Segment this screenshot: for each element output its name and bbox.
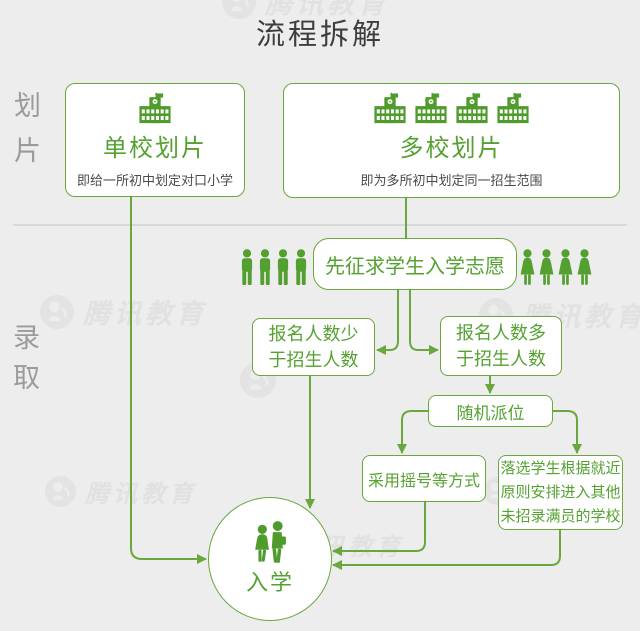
node-unselected-students: 落选学生根据就近 原则安排进入其他 未招录满员的学校 xyxy=(498,455,623,530)
node-title: 多校划片 xyxy=(399,135,504,162)
watermark-text: 腾讯教育 xyxy=(265,0,389,19)
school-icon xyxy=(415,92,447,124)
node-label-line1: 报名人数少 xyxy=(268,324,359,344)
node-label: 先征求学生入学志愿 xyxy=(325,255,505,278)
node-label-line2: 于招生人数 xyxy=(456,349,546,369)
node-more-applicants: 报名人数多 于招生人数 xyxy=(440,316,562,376)
node-subtitle: 即给一所初中划定对口小学 xyxy=(76,172,233,188)
section-divider xyxy=(13,224,627,226)
page-title: 流程拆解 xyxy=(255,19,384,51)
watermark-text: 腾讯教育 xyxy=(85,481,197,508)
node-single-school-districting: 单校划片 即给一所初中划定对口小学 xyxy=(65,83,245,197)
connector-random-to-lottery xyxy=(397,410,428,454)
male-person-icon xyxy=(295,249,307,285)
node-label-line1: 落选学生根据就近 xyxy=(500,459,621,477)
male-person-icon xyxy=(277,249,289,285)
node-label-line1: 报名人数多 xyxy=(456,323,546,343)
female-person-icon xyxy=(577,249,592,285)
female-person-icon xyxy=(558,249,573,285)
node-title: 单校划片 xyxy=(103,134,207,162)
students-walking-icon xyxy=(255,521,286,563)
connector-random-to-unselected xyxy=(553,410,582,454)
female-person-icon xyxy=(520,249,535,285)
school-icon xyxy=(497,92,529,124)
node-multi-school-districting: 多校划片 即为多所初中划定同一招生范围 xyxy=(283,83,620,198)
watermark: 腾讯教育 xyxy=(222,0,389,21)
node-random-assignment: 随机派位 xyxy=(428,395,553,427)
node-enrollment: 入学 xyxy=(208,497,332,621)
male-students-group xyxy=(239,247,309,287)
node-label: 采用摇号等方式 xyxy=(367,472,480,490)
female-person-icon xyxy=(539,249,554,285)
watermark-text: 腾讯教育 xyxy=(83,299,207,329)
node-label: 入学 xyxy=(245,570,294,595)
female-students-group xyxy=(519,247,593,287)
watermark: 腾讯教育 xyxy=(40,292,207,331)
connector-volunteer-to-fewer xyxy=(376,290,399,355)
connector-single-to-enroll xyxy=(130,197,207,564)
node-lottery-method: 采用摇号等方式 xyxy=(362,455,486,502)
male-person-icon xyxy=(241,249,253,285)
node-label-line3: 未招录满员的学校 xyxy=(500,507,621,525)
node-label: 随机派位 xyxy=(456,403,525,423)
node-fewer-applicants: 报名人数少 于招生人数 xyxy=(252,318,375,376)
connector-volunteer-to-more xyxy=(409,290,439,355)
school-icons-row xyxy=(373,92,530,124)
school-icon xyxy=(139,92,171,123)
section-label-admission: 录取 xyxy=(13,323,40,393)
node-subtitle: 即为多所初中划定同一招生范围 xyxy=(360,173,543,188)
school-icon xyxy=(374,92,406,124)
node-label-line2: 于招生人数 xyxy=(268,350,359,370)
male-person-icon xyxy=(259,249,271,285)
connector-unselected-to-enroll xyxy=(332,530,561,570)
node-ask-enrollment-preference: 先征求学生入学志愿 xyxy=(313,238,517,290)
connector-lottery-to-enroll xyxy=(332,502,426,556)
school-icon xyxy=(456,92,488,124)
watermark: 腾讯教育 xyxy=(45,474,197,509)
node-label-line2: 原则安排进入其他 xyxy=(500,483,621,501)
section-label-districting: 划片 xyxy=(14,91,41,166)
